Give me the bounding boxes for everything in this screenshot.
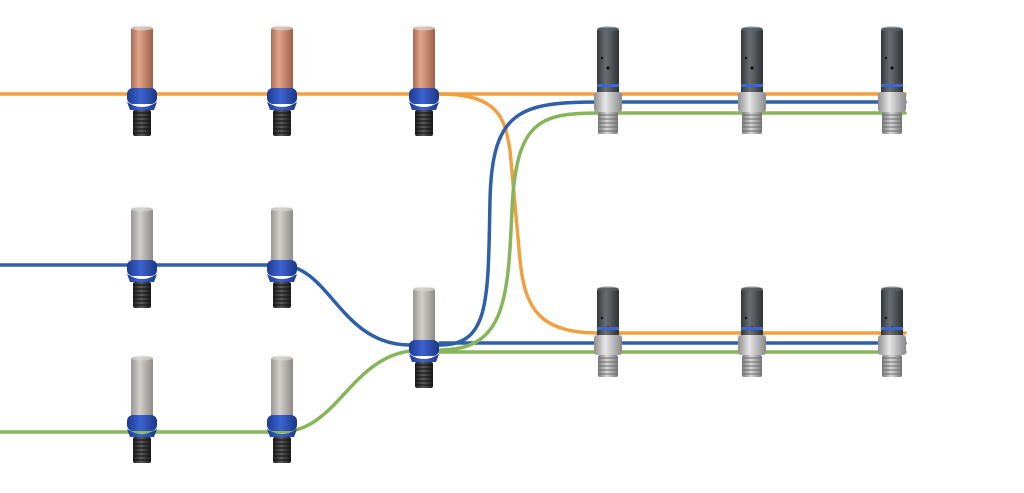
copper-cylinder-tool-icon — [267, 25, 297, 136]
blue-line — [0, 100, 907, 347]
dark-slotted-tool-icon — [594, 286, 622, 377]
tools-layer — [127, 25, 906, 463]
dark-slotted-tool-icon — [594, 26, 622, 134]
tool-top-3 — [409, 25, 439, 136]
copper-cylinder-tool-icon — [127, 25, 157, 136]
tool-top-1 — [127, 25, 157, 136]
connection-lines — [0, 92, 907, 434]
tool-right-top-2 — [738, 26, 766, 134]
dark-slotted-tool-icon — [878, 26, 906, 134]
dark-slotted-tool-icon — [738, 286, 766, 377]
tool-right-bottom-3 — [878, 286, 906, 377]
dark-slotted-tool-icon — [738, 26, 766, 134]
dark-slotted-tool-icon — [878, 286, 906, 377]
orange-line-top — [0, 92, 907, 335]
tool-hub — [409, 286, 439, 388]
gray-cylinder-tool-icon — [267, 206, 297, 308]
tool-top-2 — [267, 25, 297, 136]
tool-right-top-3 — [878, 26, 906, 134]
tool-right-bottom-2 — [738, 286, 766, 377]
tool-right-bottom-1 — [594, 286, 622, 377]
green-line — [0, 111, 907, 434]
gray-cylinder-tool-icon — [127, 355, 157, 463]
tool-right-top-1 — [594, 26, 622, 134]
tool-bottom-2 — [267, 355, 297, 463]
gray-cylinder-tool-icon — [127, 206, 157, 308]
gray-cylinder-tool-icon — [267, 355, 297, 463]
tool-mid-1 — [127, 206, 157, 308]
tool-bottom-1 — [127, 355, 157, 463]
hub-connector-tool-icon — [409, 286, 439, 388]
copper-cylinder-tool-icon — [409, 25, 439, 136]
tool-mid-2 — [267, 206, 297, 308]
